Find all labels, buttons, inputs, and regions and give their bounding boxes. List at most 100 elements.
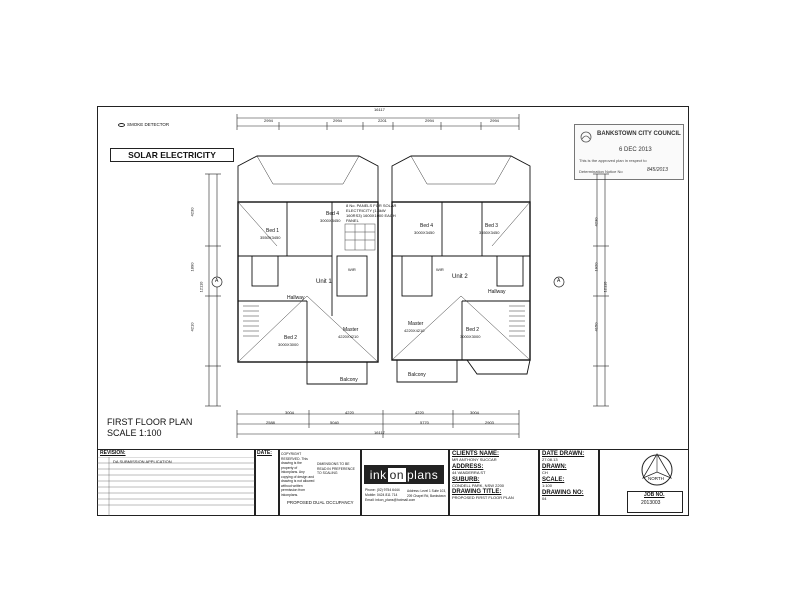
dim-top-5: 2994: [490, 118, 499, 123]
dim-top-2: 2994: [333, 118, 342, 123]
dim-left-1: 4230: [189, 207, 195, 217]
smoke-detector-legend: SMOKE DETECTOR: [118, 122, 169, 127]
stamp-line-2: Determination Notice No: [579, 169, 623, 174]
room-label: Bed 2: [466, 327, 480, 333]
scale-label: SCALE:: [542, 477, 565, 483]
unit-label: Unit 2: [452, 274, 468, 280]
date-header: DATE:: [257, 450, 272, 456]
room-label: Bed 3: [485, 223, 499, 229]
dim-right-1: 4230: [593, 217, 599, 227]
grid-marker-right: A: [557, 278, 561, 284]
dim-bottom-1b: 4220: [345, 410, 354, 415]
north-label: NORTH: [648, 476, 664, 481]
unit-label: Unit 1: [316, 279, 332, 285]
room-label: Bed 1: [266, 228, 280, 234]
dim-bottom-1d: 3004: [470, 410, 479, 415]
drawing-title-value: PROPOSED FIRST FLOOR PLAN: [452, 495, 514, 500]
dim-left-2: 1890: [189, 262, 195, 272]
stamp-notice-no: 845/2013: [647, 167, 668, 173]
dim-bottom-1a: 3004: [285, 410, 294, 415]
stamp-date: 6 DEC 2013: [619, 147, 652, 153]
project-type: PROPOSED DUAL OCCUPANCY: [287, 500, 354, 505]
room-size: 3000X3000: [460, 334, 481, 339]
revision-cell: [97, 449, 255, 516]
address-value: 44 VANDERRA ST: [452, 470, 486, 475]
drawing-info-cell: [539, 449, 599, 516]
room-label: WIR: [348, 267, 356, 272]
north-arrow-icon: [641, 453, 673, 486]
drawn-label: DRAWN:: [542, 464, 567, 470]
dim-top-1: 2994: [264, 118, 273, 123]
council-stamp: BANKSTOWN CITY COUNCIL 6 DEC 2013 This i…: [574, 124, 684, 180]
copyright-text: COPYRIGHT RESERVED. This drawing is the …: [281, 452, 315, 497]
dim-bottom-2c: 5770: [420, 420, 429, 425]
dimensions-note: DIMENSIONS TO BE READ IN PREFERENCE TO S…: [317, 462, 355, 475]
dim-top-3: 2201: [378, 118, 387, 123]
job-no-cell: [627, 491, 683, 513]
room-label: Balcony: [408, 372, 426, 378]
dim-bottom-2a: 2588: [266, 420, 275, 425]
clients-value: MR ANTHONY SUCCAR: [452, 457, 497, 462]
drawing-no-label: DRAWING NO:: [542, 490, 584, 496]
room-size: 3000X3000: [278, 342, 299, 347]
revision-entry: DA SUBMISSION APPLICATION: [113, 459, 172, 464]
room-size: 3000X3450: [320, 218, 341, 223]
north-cell: [599, 449, 689, 516]
address-label: ADDRESS:: [452, 464, 484, 470]
council-crest-icon: [580, 131, 592, 143]
room-label: Master: [343, 327, 359, 333]
room-label: Bed 2: [284, 335, 298, 341]
drawn-value: CH: [542, 470, 548, 475]
contact-phone: Phone: (02) 9754 6444: [365, 488, 400, 492]
room-size: 3000X3450: [414, 230, 435, 235]
dim-bottom-1c: 4220: [415, 410, 424, 415]
smoke-detector-label: SMOKE DETECTOR: [127, 122, 170, 127]
logo-text-on: on: [387, 467, 406, 482]
contact-mobile: Mobile: 0424 811 714: [365, 493, 398, 497]
room-size: 3550X3450: [260, 235, 281, 240]
date-drawn-value: 27.08.13: [542, 457, 558, 462]
room-size: 3550X3450: [479, 230, 500, 235]
scale-value: 1:100: [542, 483, 553, 488]
logo-text-ink: ink: [369, 467, 387, 482]
room-size: 4220X4210: [338, 334, 359, 339]
dim-overall-top: 16117: [374, 107, 385, 112]
dim-bottom-2b: 5040: [330, 420, 339, 425]
drawing-title-label: DRAWING TITLE:: [452, 489, 502, 495]
drawing-no-value: 04: [542, 496, 547, 501]
smoke-detector-icon: [118, 122, 125, 127]
suburb-label: SUBURB:: [452, 477, 480, 483]
logo-text-plans: plans: [407, 467, 439, 482]
contact-email: Email: inkon_plans@hotmail.com: [365, 498, 416, 502]
dim-left-3: 4210: [189, 322, 195, 332]
dim-bottom-2d: 2903: [485, 420, 494, 425]
job-no-label: JOB NO.: [644, 492, 665, 498]
room-size: 4220X4210: [404, 328, 425, 333]
room-label: Hallway: [287, 295, 305, 301]
logo-cell: [361, 449, 449, 516]
job-no-value: 2013003: [641, 500, 661, 506]
room-label: Balcony: [340, 377, 358, 383]
floor-plan: [205, 114, 609, 438]
council-name: BANKSTOWN CITY COUNCIL: [597, 131, 681, 137]
grid-marker-left: A: [215, 278, 219, 284]
plan-caption: FIRST FLOOR PLAN SCALE 1:100: [107, 417, 192, 439]
room-label: Bed 4: [326, 211, 340, 217]
clients-label: CLIENTS NAME:: [452, 451, 499, 457]
plan-title: FIRST FLOOR PLAN: [107, 417, 193, 427]
client-cell: [449, 449, 539, 516]
dim-left-total: 12110: [198, 281, 204, 293]
inkonplans-logo: ink on plans: [364, 465, 444, 484]
contact-address: Address: Level 1 Suite 103, 209 Chapel R…: [407, 489, 446, 498]
date-drawn-label: DATE DRAWN:: [542, 451, 585, 457]
dim-right-total: 12110: [602, 281, 608, 293]
plan-scale: SCALE 1:100: [107, 428, 162, 438]
room-label: Master: [408, 321, 424, 327]
room-label: Bed 4: [420, 223, 434, 229]
dim-top-4: 2994: [425, 118, 434, 123]
title-block: REVISION: DA SUBMISSION APPLICATION DATE…: [97, 449, 689, 516]
dim-right-3: 4150: [593, 322, 599, 332]
drawing-title: SOLAR ELECTRICITY: [110, 148, 234, 162]
dim-overall-bottom: 16117: [374, 430, 385, 435]
suburb-value: CONDELL PARK, NSW 2200: [452, 483, 505, 488]
